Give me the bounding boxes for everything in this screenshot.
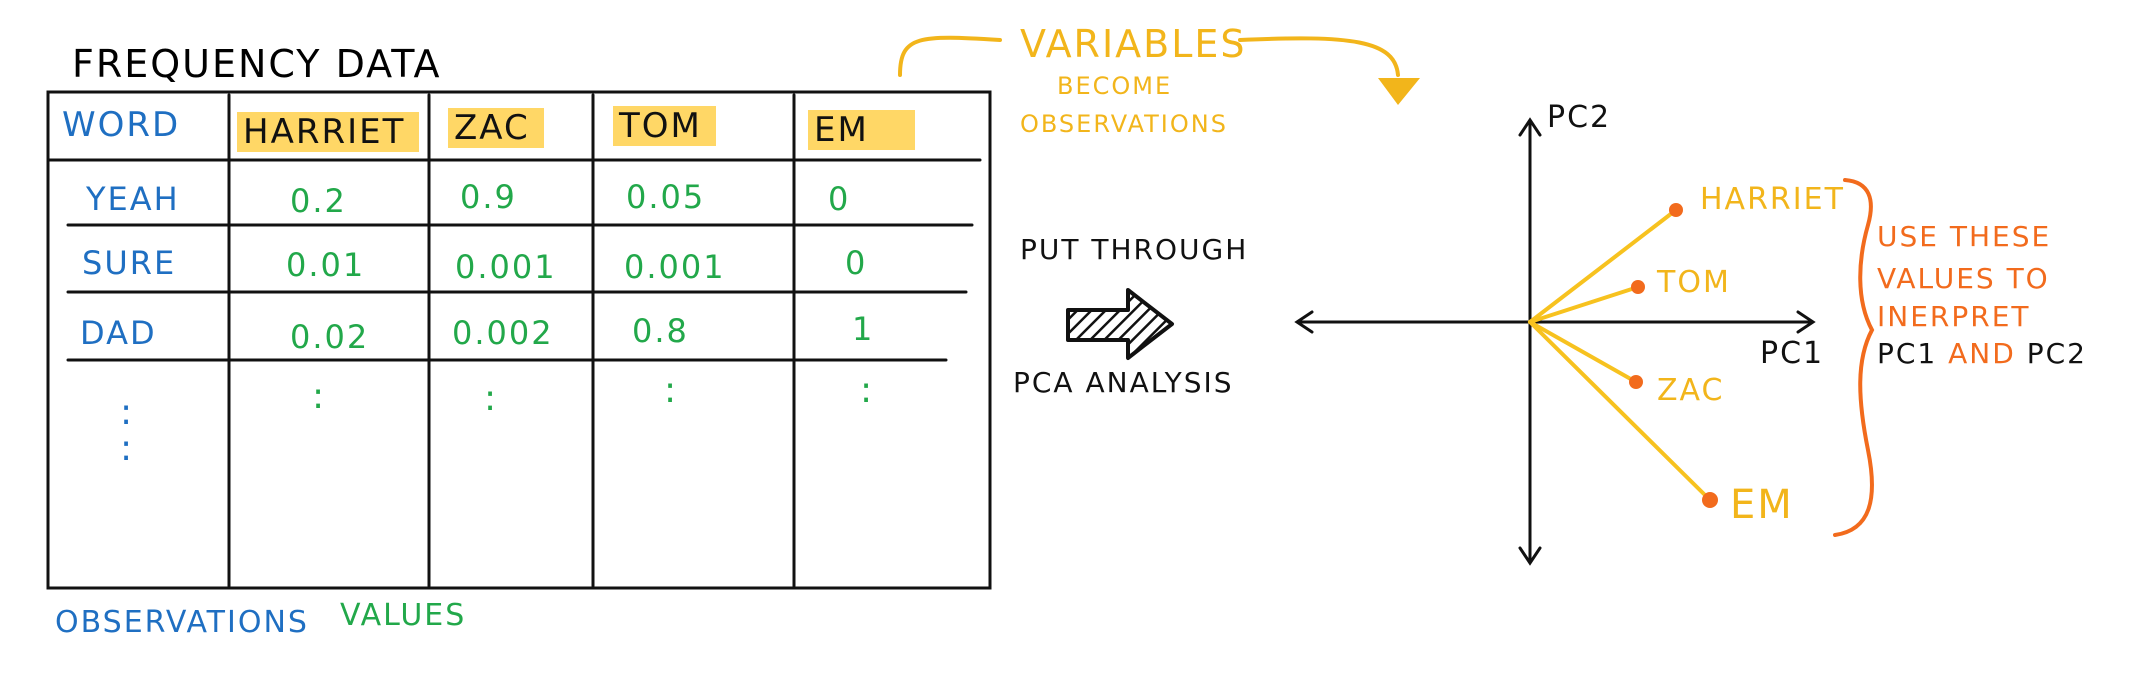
continuation-dots: : [484, 378, 499, 419]
row-word: SURE [82, 244, 177, 282]
point-em [1702, 492, 1718, 508]
row-word: DAD [80, 314, 157, 352]
table-cell: 0 [845, 244, 868, 282]
arrow-caption-top: PUT THROUGH [1020, 233, 1249, 266]
interpret-note-line-4: PC1 AND PC2 [1877, 337, 2087, 370]
x-axis-label: PC1 [1760, 336, 1825, 371]
x-arrow-right [1796, 310, 1816, 334]
interpret-note-line-1: USE THESE [1877, 220, 2052, 253]
point-harriet [1669, 203, 1683, 217]
row-word: YEAH [86, 180, 180, 218]
loading-line-em [1528, 320, 1712, 502]
y-arrow-bottom [1518, 546, 1542, 566]
header-harriet: HARRIET [237, 112, 420, 152]
variables-subtitle-2: OBSERVATIONS [1020, 110, 1228, 138]
interpret-pc1: PC1 [1877, 337, 1938, 370]
arrowhead-icon [1378, 78, 1420, 105]
point-label-em: EM [1730, 482, 1794, 528]
arrow-caption-bottom: PCA ANALYSIS [1013, 366, 1234, 399]
loading-line-harriet [1528, 208, 1678, 324]
point-zac [1629, 375, 1643, 389]
table-title: FREQUENCY DATA [72, 42, 442, 86]
header-zac: ZAC [448, 108, 544, 148]
header-word: WORD [62, 105, 181, 145]
y-axis-label: PC2 [1547, 100, 1612, 135]
legend-observations: OBSERVATIONS [55, 605, 309, 640]
table-cell: 1 [852, 310, 875, 348]
table-cell: 0.01 [286, 246, 366, 284]
table-border [46, 90, 992, 590]
pca-arrow-icon [1066, 288, 1174, 360]
header-tom: TOM [613, 106, 716, 146]
continuation-dots: : [664, 370, 679, 411]
table-cell: 0.8 [632, 312, 689, 350]
table-cell: 0.001 [455, 248, 557, 286]
interpret-and: AND [1948, 337, 2016, 370]
point-label-harriet: HARRIET [1700, 182, 1845, 217]
loading-line-zac [1528, 320, 1638, 384]
table-cell: 0.9 [460, 178, 517, 216]
loading-line-tom [1528, 285, 1640, 324]
y-arrow-top [1518, 117, 1542, 137]
point-tom [1631, 280, 1645, 294]
continuation-dots: : [120, 428, 135, 469]
table-cell: 0.001 [624, 248, 726, 286]
table-cell: 0.02 [290, 318, 370, 356]
interpret-pc2: PC2 [2026, 337, 2087, 370]
table-cell: 0.002 [452, 314, 554, 352]
x-arrow-left [1294, 310, 1314, 334]
header-em: EM [808, 110, 915, 150]
point-label-zac: ZAC [1657, 373, 1725, 408]
continuation-dots: : [120, 392, 135, 433]
interpret-note-line-3: INERPRET [1877, 300, 2031, 333]
legend-values: VALUES [340, 598, 467, 633]
curve-arrow-left [898, 35, 1002, 77]
point-label-tom: TOM [1657, 265, 1731, 300]
table-cell: 0.2 [290, 182, 347, 220]
continuation-dots: : [312, 376, 327, 417]
brace [1833, 178, 1875, 537]
interpret-note-line-2: VALUES TO [1877, 262, 2050, 295]
table-cell: 0 [828, 180, 851, 218]
curve-arrow-right [1238, 36, 1400, 77]
variables-subtitle-1: BECOME [1057, 72, 1173, 100]
table-cell: 0.05 [626, 178, 706, 216]
continuation-dots: : [860, 370, 875, 411]
variables-title: VARIABLES [1020, 22, 1247, 66]
